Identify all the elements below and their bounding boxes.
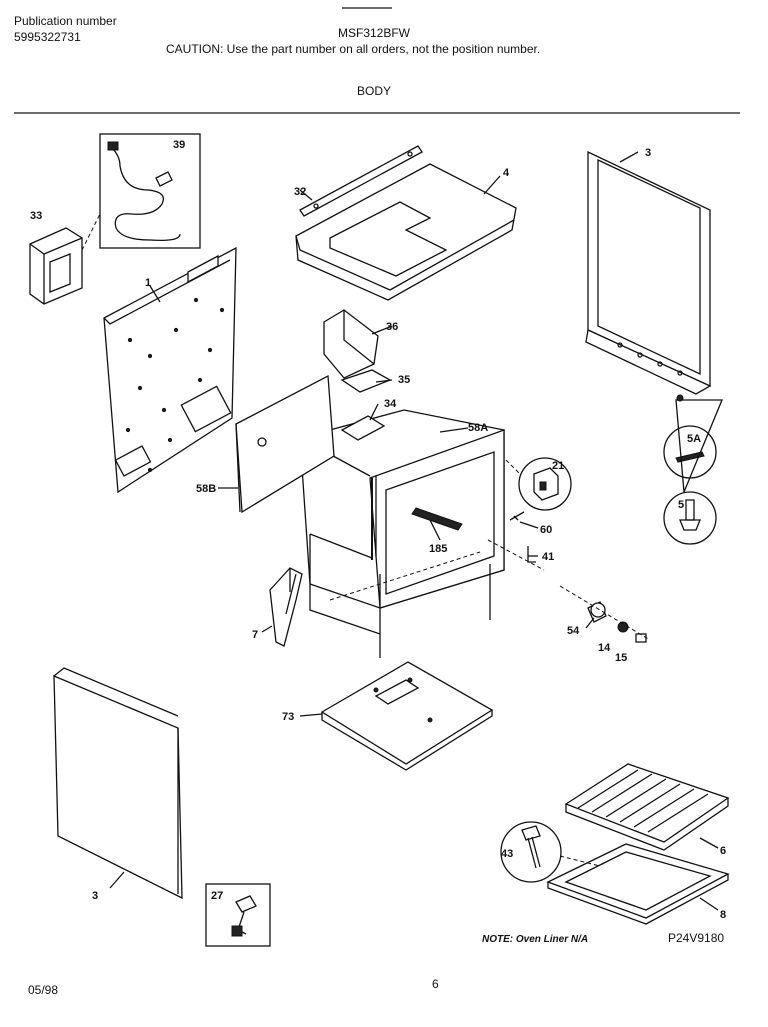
caution-text: CAUTION: Use the part number on all orde… — [166, 42, 541, 56]
small-hardware-parts — [487, 511, 545, 571]
oven-cavity-part — [299, 409, 505, 658]
callout-4: 4 — [503, 167, 510, 179]
callout-34: 34 — [384, 398, 397, 410]
callout-35: 35 — [398, 374, 410, 386]
callout-21: 21 — [552, 460, 564, 472]
callout-73: 73 — [282, 711, 294, 723]
callout-6: 6 — [720, 845, 726, 857]
callout-8: 8 — [720, 909, 726, 921]
left-side-panel-part — [53, 667, 183, 900]
callout-15: 15 — [615, 652, 627, 664]
bottom-panel-part — [320, 661, 494, 771]
broil-pan-part — [546, 843, 730, 925]
callout-5: 5 — [678, 499, 684, 511]
callout-14: 14 — [598, 642, 611, 654]
publication-label: Publication number — [14, 14, 117, 28]
section-title: BODY — [357, 84, 392, 98]
callout-32: 32 — [294, 186, 306, 198]
callout-7: 7 — [252, 629, 258, 641]
power-cord-part — [99, 133, 201, 249]
footer-date: 05/98 — [28, 983, 58, 997]
right-side-panel-part — [585, 150, 712, 395]
publication-number: 5995322731 — [14, 30, 81, 44]
callout-3-lower: 3 — [92, 890, 98, 902]
callout-labels: 39 33 32 4 3 1 36 35 34 58A 21 5A 58B 60… — [30, 139, 726, 921]
callout-58a: 58A — [468, 422, 488, 434]
callout-5a: 5A — [687, 433, 701, 445]
callout-43: 43 — [501, 848, 513, 860]
terminal-block-part — [29, 213, 101, 305]
top-frame-part — [295, 145, 517, 301]
callout-3-upper: 3 — [645, 147, 651, 159]
callout-185: 185 — [429, 543, 447, 555]
oven-rack-part — [564, 763, 730, 851]
rack-screw-part — [500, 821, 601, 883]
back-panel-part — [103, 246, 237, 494]
callout-60: 60 — [540, 524, 552, 536]
model-number: MSF312BFW — [338, 26, 411, 40]
callout-54: 54 — [567, 625, 580, 637]
door-latch-part — [205, 883, 271, 947]
callout-leaders — [109, 151, 719, 911]
leveling-leg-parts — [663, 394, 723, 545]
callout-33: 33 — [30, 210, 42, 222]
callout-41: 41 — [542, 551, 554, 563]
leg-knob-parts — [559, 585, 651, 643]
oven-liner-note: NOTE: Oven Liner N/A — [482, 934, 588, 945]
callout-58b: 58B — [196, 483, 216, 495]
page-number: 6 — [432, 977, 439, 991]
drawing-code: P24V9180 — [668, 931, 724, 945]
callout-36: 36 — [386, 321, 398, 333]
insulation-blanket-part — [235, 374, 335, 514]
callout-1: 1 — [145, 277, 151, 289]
callout-39: 39 — [173, 139, 185, 151]
bake-element-receptacle-part — [505, 457, 572, 511]
door-hinge-part — [269, 567, 303, 647]
callout-27: 27 — [211, 890, 223, 902]
vent-bracket-part — [323, 309, 392, 393]
